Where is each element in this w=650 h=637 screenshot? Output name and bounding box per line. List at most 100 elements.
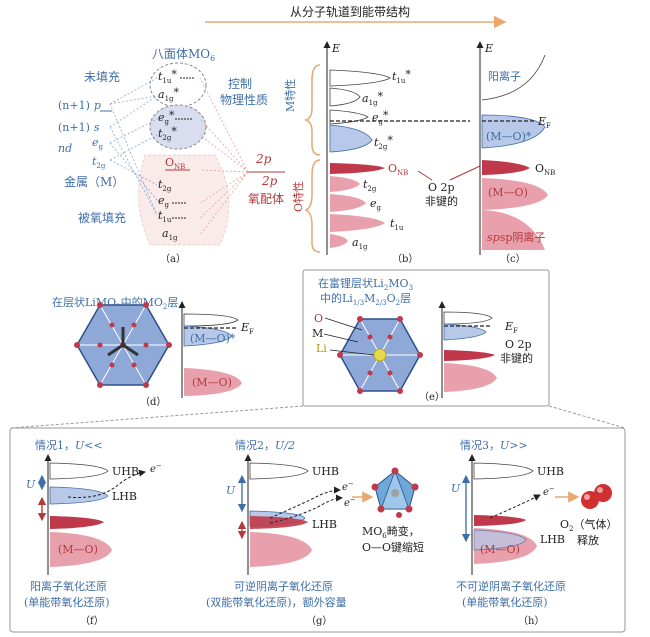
a-connector-lines (109, 77, 158, 216)
d-lattice (74, 302, 172, 388)
panel-g: 情况2，U/2 UHB LHB U e− e− MO6畸变， O—O键缩短 可逆 (206, 439, 424, 627)
h-desc-2: (单能带氧化还原) (462, 595, 548, 609)
e-m-label: M (312, 327, 323, 340)
b-t1u-band (330, 214, 385, 232)
c-cation: 阳离子 (488, 69, 521, 83)
h-o2-molecule (581, 484, 612, 509)
h-release: 释放 (577, 533, 599, 547)
e-lattice (337, 316, 423, 394)
o-brace (304, 159, 321, 253)
e-top-band (443, 311, 493, 325)
f-mo: (M—O) (58, 543, 98, 556)
g-case: 情况2，U/2 (235, 439, 295, 452)
zoom-line-left (9, 405, 304, 429)
zoom-line-right (548, 405, 626, 429)
control-ellipse (149, 104, 207, 150)
lower-frame (9, 427, 626, 633)
onb-label-a: ONB (165, 156, 185, 171)
h-uhb-band (473, 462, 534, 480)
h-uhb: UHB (537, 465, 564, 478)
eg-lower: eg (158, 194, 170, 209)
g-mo6-icon (371, 467, 419, 518)
e-mo-band (444, 363, 497, 392)
g-desc-2: (双能带氧化还原)，额外容量 (206, 595, 347, 609)
caption-h: （h） (518, 615, 544, 627)
e-nonbond: 非键的 (500, 351, 533, 365)
panel-c: E 阳离子 EF (M—O)* ONB (M—O) spsp阴离子 （c） (476, 41, 555, 265)
b-eg-band (330, 194, 366, 212)
d-ef: EF (240, 321, 254, 336)
ns-label: (n+1)s (58, 121, 100, 134)
b-a1g-star: a1g* (362, 90, 384, 107)
f-uhb-band (49, 462, 109, 480)
c-cation-curve (481, 54, 546, 101)
g-e-1: e− (342, 480, 354, 493)
b-eg-star: eg* (372, 109, 389, 126)
b-onb-label: ONB (388, 162, 408, 177)
control-label-2: 物理性质 (220, 93, 268, 107)
b-a1g-band (330, 234, 348, 248)
f-u: U (26, 478, 36, 491)
c-onb-band (482, 160, 530, 175)
c-ef: EF (537, 115, 551, 130)
a1g-lower: a1g (162, 227, 178, 242)
g-uhb-band (249, 462, 309, 480)
g-desc-1: 可逆阴离子氧化还原 (234, 579, 333, 593)
a-ligand-lines (199, 77, 249, 236)
h-onb-band (474, 515, 526, 526)
a1g-star-label: a1g* (158, 86, 180, 103)
caption-f: （f） (80, 615, 104, 627)
h-e: e− (543, 485, 555, 498)
octahedron-title: 八面体MO6 (152, 47, 215, 63)
np-label: (n+1)p (58, 99, 101, 112)
f-lhb-band (49, 486, 109, 505)
eg-star-label: eg* (158, 109, 175, 126)
f-lhb: LHB (112, 490, 137, 503)
d-mo-star: (M—O)* (190, 332, 236, 345)
d-top-band (183, 313, 239, 327)
d-mo-band (184, 368, 242, 396)
g-e-2: e− (344, 496, 356, 509)
header-title: 从分子轨道到能带结构 (290, 4, 410, 19)
c-sp-region (482, 210, 545, 250)
h-desc-1: 不可逆阴离子氧化还原 (456, 579, 566, 593)
g-mo6-label: MO6畸变， (362, 524, 420, 540)
g-electron-path-2 (269, 494, 343, 524)
o2p-top: 2p (255, 152, 272, 166)
g-oo-label: O—O键缩短 (362, 540, 424, 554)
c-mo-band (482, 178, 548, 210)
caption-b: （b） (392, 253, 418, 265)
m-char-label: M特性 (283, 79, 297, 112)
filled-region (138, 154, 230, 246)
t1u-lower: t1u (158, 209, 172, 224)
c-sp-anion: spsp阴离子 (487, 230, 545, 244)
b-eg-star-band (329, 109, 369, 125)
caption-a: （a） (160, 253, 186, 265)
b-t2g-star: t2g* (374, 134, 393, 151)
h-u: U (451, 482, 461, 495)
e-onb-band (444, 350, 495, 361)
caption-e: （e） (419, 391, 445, 403)
d-mo-star-band (183, 325, 233, 347)
panel-b: E M特性 O特性 t1u* a1g* eg* t2g* ONB t2g eg … (283, 41, 481, 265)
e-ef: EF (504, 320, 518, 335)
ligand-label: 氧配体 (248, 192, 284, 206)
panel-d: 在层状LiMO2中的MO2层 (52, 295, 254, 408)
caption-c: （c） (500, 253, 526, 265)
h-mo: (M—O) (480, 543, 520, 556)
e-frame (302, 269, 550, 407)
t2g-left-label: t2g (92, 155, 106, 170)
h-lhb-band (473, 529, 527, 551)
filled-label: 被氧填充 (78, 210, 126, 225)
caption-g: （g） (306, 615, 332, 627)
e-title-1: 在富锂层状Li2MO3 (318, 276, 413, 292)
g-onb-band (250, 516, 308, 529)
h-lhb: LHB (540, 533, 565, 546)
nd-label: nd (58, 142, 72, 155)
panel-a: 八面体MO6 t1u* a1g* eg* t2g* 未填充 控制 物理性质 (n… (58, 47, 285, 265)
o2p-bot: 2p (261, 174, 278, 188)
g-mo-band (250, 532, 312, 567)
panel-f: 情况1，U<< UHB LHB (M—O) U e− 阳离子氧化还原 (单能带氧… (24, 439, 162, 627)
o-char-label: O特性 (291, 181, 305, 212)
